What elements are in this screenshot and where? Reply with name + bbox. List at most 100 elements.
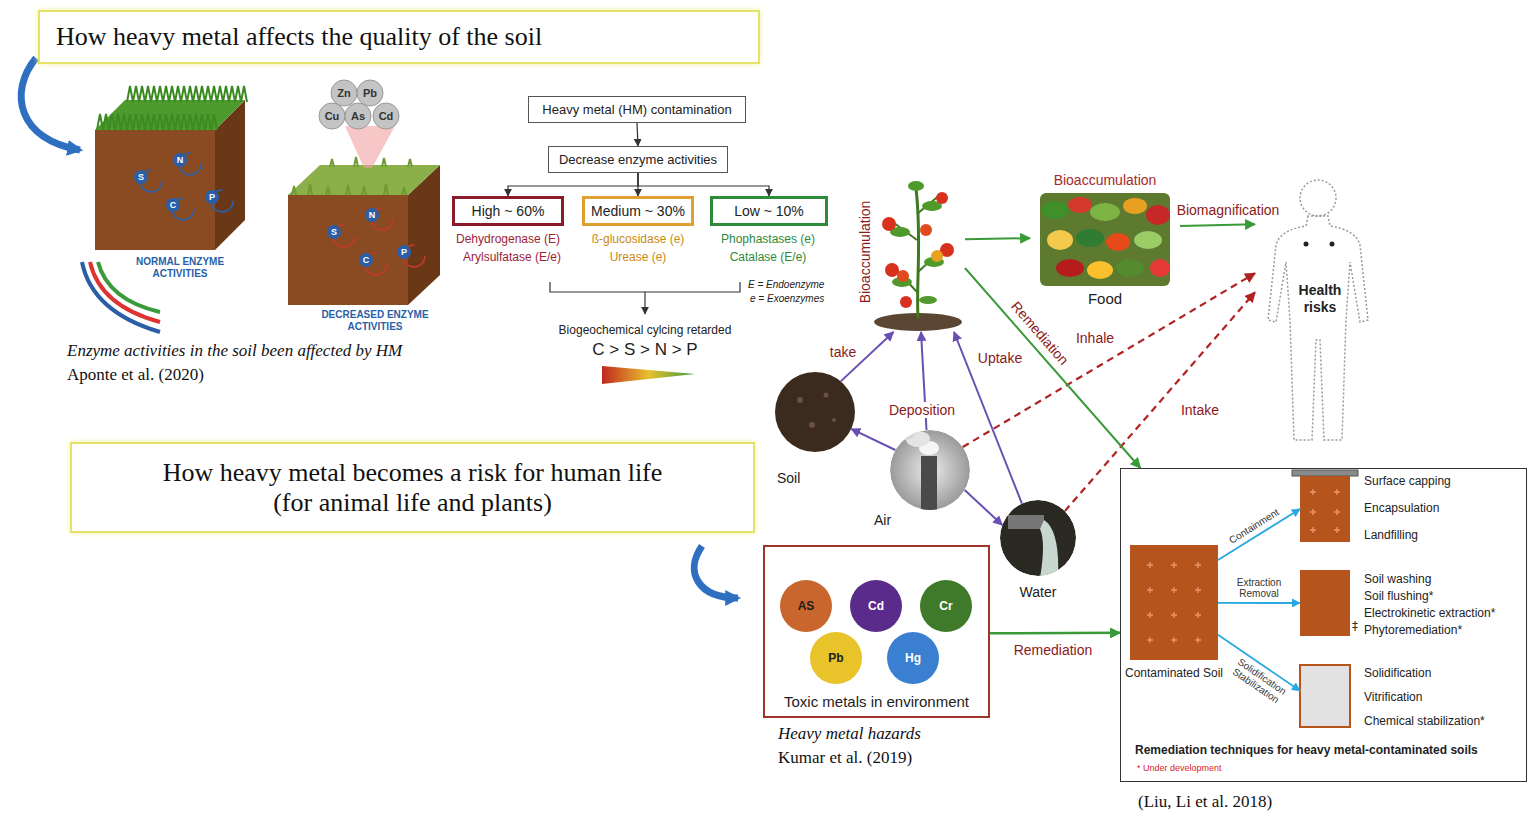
food-piece xyxy=(1076,229,1104,247)
metal-circle: Hg xyxy=(887,632,939,684)
node-text: Remediation techniques for heavy metal-c… xyxy=(1135,743,1525,757)
tomato xyxy=(885,263,899,277)
connector xyxy=(1065,292,1255,511)
soil-grain xyxy=(809,422,815,428)
element-dot xyxy=(397,245,411,259)
edge-label: Extraction Removal xyxy=(1227,577,1291,599)
node-text: Cd xyxy=(868,599,884,613)
metal-symbol: Pb xyxy=(363,87,377,99)
soil-cube xyxy=(95,130,215,250)
soil-grain xyxy=(797,397,803,403)
order-note: C > S > N > P xyxy=(592,340,697,360)
edge-label: Inhale xyxy=(1074,330,1116,346)
metal-bubble xyxy=(373,103,399,129)
water-circle: Water xyxy=(1000,500,1076,576)
solidified-block xyxy=(1300,665,1350,727)
node-text: Heavy metal (HM) contamination xyxy=(533,102,741,117)
technique-group: SolidificationVitrificationChemical stab… xyxy=(1300,663,1522,729)
water-ground xyxy=(1000,500,1076,576)
food-piece xyxy=(1068,197,1092,213)
node-text: Phytoremediation* xyxy=(1364,623,1522,637)
element-dot xyxy=(134,170,148,184)
element-dot xyxy=(365,208,379,222)
heading-box: How heavy metal becomes a risk for human… xyxy=(70,442,755,533)
food-image xyxy=(1040,193,1170,286)
food-piece xyxy=(1150,259,1170,277)
key-note: e = Exoenzymes xyxy=(750,293,824,304)
level-box: Low ~ 10% xyxy=(710,196,828,226)
cycle-letter: N xyxy=(369,210,376,220)
food-piece xyxy=(1041,201,1069,219)
node-text: How heavy metal affects the quality of t… xyxy=(56,22,542,52)
food-piece xyxy=(1123,198,1147,214)
edge-label: Containment xyxy=(1225,505,1282,546)
food-figure: BioaccumulationFood xyxy=(1030,172,1180,307)
enzyme-name: Phophastases (e) xyxy=(721,232,815,246)
metal-symbol: Cu xyxy=(325,110,340,122)
node-text: How heavy metal becomes a risk for human… xyxy=(163,458,663,488)
soil-block: Contaminated Soil xyxy=(1130,545,1218,660)
pointer-arrow xyxy=(694,546,738,598)
grass xyxy=(292,157,412,195)
connector xyxy=(508,173,638,196)
connector xyxy=(637,123,638,146)
pointer-arrow xyxy=(21,58,80,150)
metal-symbol: Cd xyxy=(379,110,394,122)
soil-cube xyxy=(288,195,408,305)
body-dot xyxy=(1304,242,1309,247)
food-piece xyxy=(1116,259,1144,277)
connector xyxy=(963,273,1255,447)
cycle-letter: P xyxy=(209,192,215,202)
node-text: Decrease enzyme activities xyxy=(553,152,723,167)
heading-box: How heavy metal affects the quality of t… xyxy=(38,10,760,64)
tomato xyxy=(897,270,909,282)
food-piece xyxy=(1056,259,1084,277)
node-text: Electrokinetic extraction* xyxy=(1364,606,1522,620)
node-text: Bioaccumulation xyxy=(1054,172,1157,188)
node-text: Health risks xyxy=(1288,282,1352,316)
node-text: Soil xyxy=(777,470,800,486)
gradient-wedge xyxy=(602,366,695,384)
connector xyxy=(1218,602,1300,604)
node-text: Contaminated Soil xyxy=(1125,666,1223,680)
node-text: Landfilling xyxy=(1364,528,1522,542)
metal-bubble xyxy=(331,80,357,106)
citation: Kumar et al. (2019) xyxy=(778,748,912,768)
cycle-letter: S xyxy=(138,172,144,182)
decor-stripe xyxy=(90,262,160,322)
connector xyxy=(638,173,769,196)
surface-cap xyxy=(1292,470,1358,476)
soil-image xyxy=(775,372,855,452)
edge-label: Uptake xyxy=(976,350,1024,366)
contamination-cone xyxy=(345,126,395,168)
metal-circle: Cr xyxy=(920,580,972,632)
air-image xyxy=(890,428,970,516)
contamination-mark xyxy=(1310,489,1340,533)
metal-circle: Pb xyxy=(810,632,862,684)
decor-stripe xyxy=(82,262,160,332)
node-text: Surface capping xyxy=(1364,474,1522,488)
node-text: Food xyxy=(1088,290,1122,307)
connector xyxy=(965,238,1030,239)
metal-bubble xyxy=(345,103,371,129)
cycle-letter: C xyxy=(170,200,177,210)
food-piece xyxy=(1146,205,1170,225)
node-text: Pb xyxy=(828,651,843,665)
metal-bubble xyxy=(357,80,383,106)
element-dot xyxy=(359,253,373,267)
soil-circle: Soil xyxy=(775,372,855,452)
technique-group: Surface cappingEncapsulationLandfilling xyxy=(1300,472,1522,546)
figure-caption: NORMAL ENZYME ACTIVITIES xyxy=(120,256,240,279)
node-text: Water xyxy=(1020,584,1057,600)
citation: Aponte et al. (2020) xyxy=(67,365,204,385)
process-box: Decrease enzyme activities xyxy=(548,146,728,173)
water-stream xyxy=(1040,520,1058,578)
connector xyxy=(990,632,1120,635)
food-piece xyxy=(1090,203,1120,221)
edge-label: Remediation xyxy=(1012,642,1095,658)
human-body xyxy=(1268,216,1368,440)
plant-figure: Bioaccumulation xyxy=(855,172,965,332)
element-dot xyxy=(166,198,180,212)
